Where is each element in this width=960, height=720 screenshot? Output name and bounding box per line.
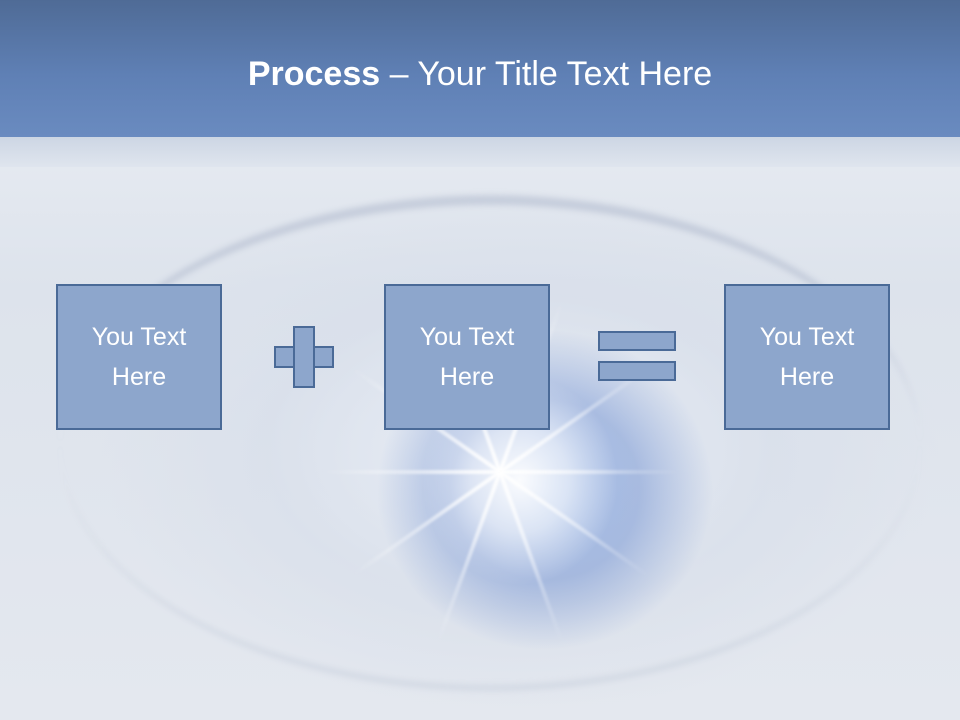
process-box-2-line1: You Text — [419, 323, 515, 351]
plus-icon[interactable] — [274, 326, 334, 388]
process-box-3-line1: You Text — [759, 323, 855, 351]
title-underband — [0, 137, 960, 167]
slide-title-rest: – Your Title Text Here — [380, 55, 713, 93]
process-box-2-line2: Here — [439, 363, 495, 391]
process-box-2-text: You Text Here — [402, 317, 532, 397]
equals-icon-bottom-bar — [598, 361, 676, 381]
process-box-2[interactable]: You Text Here — [384, 284, 550, 430]
equals-icon-top-bar — [598, 331, 676, 351]
process-box-1[interactable]: You Text Here — [56, 284, 222, 430]
process-box-1-line2: Here — [111, 363, 167, 391]
slide-title-bold: Process — [247, 55, 381, 93]
eye-outline — [60, 195, 920, 691]
process-box-3-text: You Text Here — [742, 317, 872, 397]
plus-icon-center — [295, 348, 313, 366]
process-box-1-line1: You Text — [91, 323, 187, 351]
process-box-1-text: You Text Here — [74, 317, 204, 397]
slide-title[interactable]: Process – Your Title Text Here — [0, 52, 960, 96]
process-box-3-line2: Here — [779, 363, 835, 391]
equals-icon[interactable] — [598, 331, 676, 383]
title-banner — [0, 0, 960, 137]
process-box-3[interactable]: You Text Here — [724, 284, 890, 430]
